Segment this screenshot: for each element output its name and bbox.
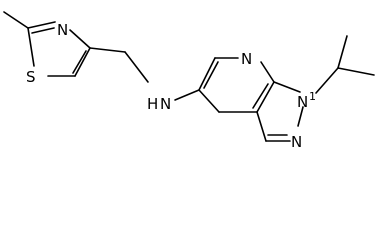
- bond-c7a-c3a-inner: [252, 83, 269, 109]
- atom-n1-pyrazole: N: [297, 93, 308, 111]
- bond-s1-c2: [27, 27, 35, 67]
- bond-n3-c4: [69, 29, 91, 49]
- bond-c2-n3-double-b: [31, 27, 55, 34]
- bond-n7-c7a: [260, 61, 275, 83]
- bond-c3-c3a: [256, 111, 267, 142]
- bond-c5-c6-inner: [203, 61, 219, 89]
- bond-c7a-c3a: [256, 81, 275, 113]
- bond-c4-c5-inner: [72, 50, 87, 74]
- bond-n1-ch: [315, 67, 339, 94]
- bond-c4-c5: [74, 47, 91, 77]
- structure-canvas: S N H N N N 1 N: [3, 11, 375, 149]
- atom-n-amine: N: [160, 95, 171, 113]
- bond-nh-c5: [174, 89, 200, 101]
- bond-ch-me1: [337, 35, 348, 69]
- bond-c4-c5: [198, 89, 220, 113]
- bond-c2-n3-double-a: [27, 21, 56, 29]
- bond-ch2-nh: [124, 51, 149, 83]
- bond-c5-c6: [198, 57, 216, 91]
- atom-n-pyridine: N: [241, 50, 252, 68]
- bond-c4-ch2: [89, 47, 126, 53]
- bond-ch-me2: [337, 67, 375, 76]
- molecule-diagram: S N H N N N 1 N: [3, 11, 375, 149]
- atom-n2-pyrazole: N: [291, 133, 302, 149]
- bond-methyl-c2: [3, 11, 29, 29]
- bond-n1-n2: [297, 106, 304, 127]
- atom-h-amine: H: [147, 95, 158, 113]
- bond-c7a-n1: [273, 81, 301, 93]
- atom-s-thiazole: S: [26, 68, 36, 86]
- atom-n-thiazole: N: [57, 21, 68, 39]
- atom-n1-locant: 1: [309, 90, 316, 103]
